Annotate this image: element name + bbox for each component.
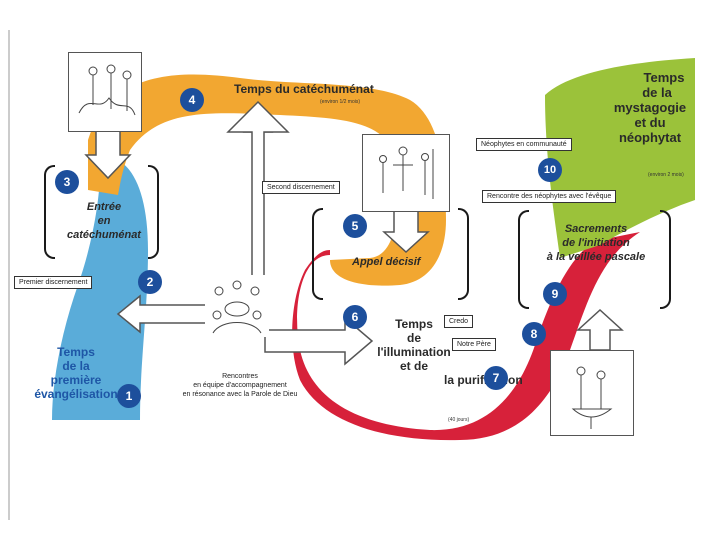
step-badge-1: 1 xyxy=(117,384,141,408)
step-badge-2: 2 xyxy=(138,270,162,294)
rencontre-eveque-label: Rencontre des néophytes avec l'évêque xyxy=(482,190,617,203)
sacrements-line-2: de l'initiation xyxy=(562,237,630,249)
rencontres-line-3: en résonance avec la Parole de Dieu xyxy=(182,391,298,398)
sacrements-initiation: Sacrements de l'initiation à la veillée … xyxy=(532,222,660,264)
neophytes-communaute-label: Néophytes en communauté xyxy=(476,138,572,151)
rencontres-caption: Rencontres en équipe d'accompagnement en… xyxy=(160,372,320,399)
rencontres-line-1: Rencontres xyxy=(222,373,258,380)
bracket-entree-left xyxy=(44,165,55,259)
people-illustration-icon xyxy=(68,52,142,132)
bapteme-illustration-icon xyxy=(550,350,634,436)
step-badge-9: 9 xyxy=(543,282,567,306)
illumination-line-4: et de xyxy=(399,359,428,373)
illumination-title: Temps de l'illumination et de la purific… xyxy=(374,317,523,387)
mystagogie-line-1: Temps xyxy=(643,70,685,85)
mystagogie-line-3: mystagogie xyxy=(613,100,687,115)
premier-discernement-label: Premier discernement xyxy=(14,276,93,289)
up-arrow-shaft xyxy=(226,100,290,286)
sacrements-line-3: à la veillée pascale xyxy=(546,251,646,263)
green-band xyxy=(545,58,695,258)
bracket-appel-left xyxy=(312,208,323,300)
mystagogie-title: Temps de la mystagogie et du néophytat xyxy=(600,70,700,145)
illumination-duration: (40 jours) xyxy=(448,417,470,423)
bishop-sketch-icon xyxy=(379,146,434,199)
down-arrow-center-icon xyxy=(382,209,430,254)
sacrements-line-1: Sacrements xyxy=(564,223,628,235)
illumination-line-2: de xyxy=(406,331,421,345)
mystagogie-line-2: de la xyxy=(642,85,672,100)
rencontres-line-2: en équipe d'accompagnement xyxy=(193,382,287,389)
catechumenat-duration: (environ 1/2 mois) xyxy=(320,99,361,105)
up-arrow-right-icon xyxy=(576,308,624,351)
illumination-line-3: l'illumination xyxy=(377,345,451,359)
notre-pere-label: Notre Père xyxy=(452,338,496,351)
step-badge-4: 4 xyxy=(180,88,204,112)
step-badge-5: 5 xyxy=(343,214,367,238)
bracket-sacrements-left xyxy=(518,210,529,309)
rencontres-illustration-icon xyxy=(205,275,269,337)
group-sketch-icon xyxy=(78,64,136,116)
catechumenat-title: Temps du catéchuménat xyxy=(234,82,374,96)
bracket-sacrements-right xyxy=(660,210,671,309)
second-discernement-label: Second discernement xyxy=(262,181,340,194)
mystagogie-line-4: et du xyxy=(634,115,666,130)
step-badge-10: 10 xyxy=(538,158,562,182)
entree-line-3: catéchuménat xyxy=(67,229,141,241)
premiere-line-4: évangélisation xyxy=(34,387,118,401)
down-arrow-left-icon xyxy=(84,129,132,180)
red-band xyxy=(292,232,640,441)
premiere-line-1: Temps xyxy=(57,345,95,359)
entree-catechumenat: Entrée en catéchuménat xyxy=(58,200,150,242)
step-badge-7: 7 xyxy=(484,366,508,390)
step-badge-6: 6 xyxy=(343,305,367,329)
illumination-line-1: Temps xyxy=(395,317,433,331)
premiere-evangelisation-title: Temps de la première évangélisation xyxy=(28,345,124,401)
baptism-sketch-icon xyxy=(571,366,613,429)
entree-line-2: en xyxy=(97,215,111,227)
step-badge-3: 3 xyxy=(55,170,79,194)
left-arrow-icon xyxy=(116,294,213,334)
entree-line-1: Entrée xyxy=(86,201,122,213)
premiere-line-3: première xyxy=(50,373,102,387)
mystagogie-line-5: néophytat xyxy=(618,130,682,145)
bracket-appel-right xyxy=(458,208,469,300)
blue-band xyxy=(52,160,148,420)
mystagogie-duration: (environ 2 mois) xyxy=(648,172,684,178)
appel-decisif: Appel décisif xyxy=(352,256,421,268)
circle-group-sketch-icon xyxy=(212,280,262,334)
step-badge-8: 8 xyxy=(522,322,546,346)
credo-label: Credo xyxy=(444,315,474,328)
illumination-line-5: la purification xyxy=(444,373,523,387)
appel-illustration-icon xyxy=(362,134,450,212)
premiere-line-2: de la xyxy=(62,359,90,373)
right-arrow-icon xyxy=(264,316,374,366)
